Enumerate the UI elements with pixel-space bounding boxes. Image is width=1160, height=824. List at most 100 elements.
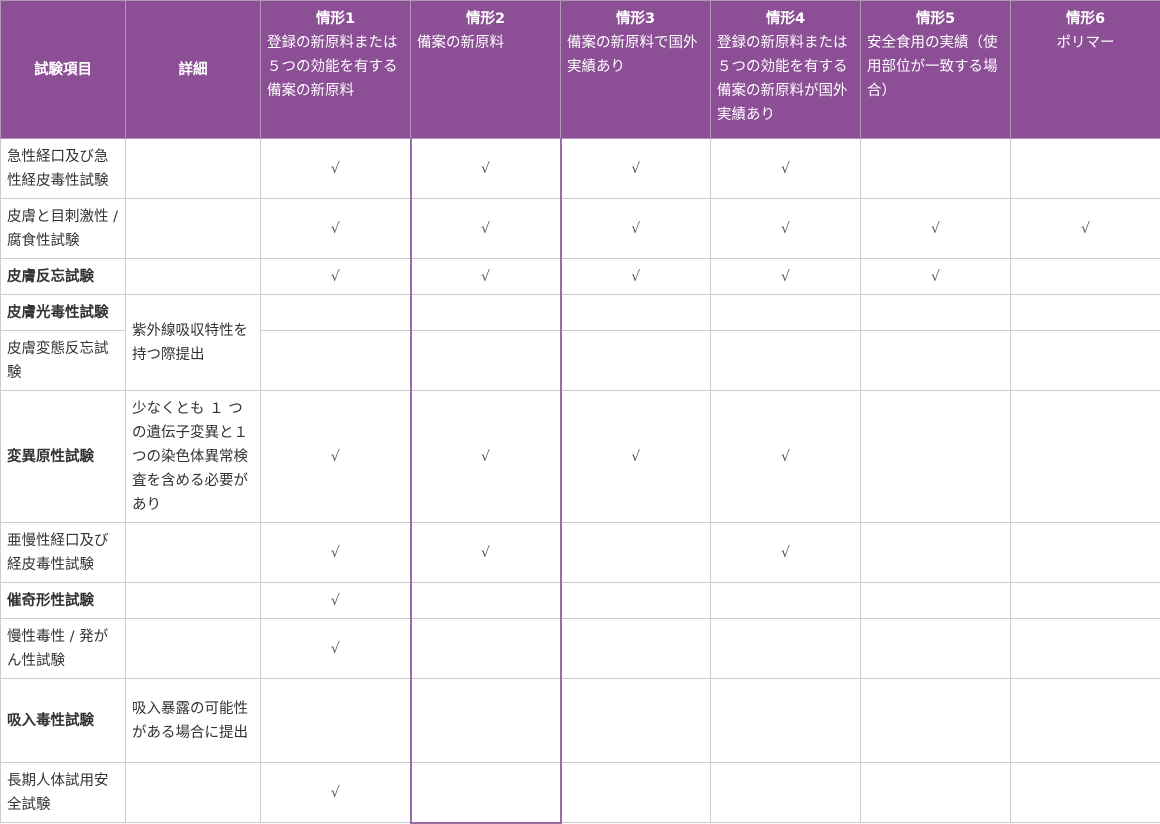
case-title: 情形2 <box>417 7 554 31</box>
check-mark: √ <box>481 161 490 177</box>
check-mark: √ <box>481 221 490 237</box>
case-desc: 安全食用の実績（使用部位が一致する場合） <box>867 35 998 99</box>
check-cell-case-2 <box>411 331 561 391</box>
check-cell-case-4: √ <box>711 259 861 295</box>
check-cell-case-2: √ <box>411 139 561 199</box>
check-cell-case-1: √ <box>261 619 411 679</box>
check-cell-case-3: √ <box>561 199 711 259</box>
check-cell-case-3 <box>561 679 711 763</box>
check-mark: √ <box>331 221 340 237</box>
table-row: 皮膚反忘試験 √ √ √ √ √ <box>1 259 1160 295</box>
check-cell-case-5 <box>861 523 1011 583</box>
check-cell-case-6 <box>1011 295 1160 331</box>
check-cell-case-6 <box>1011 391 1160 523</box>
check-mark: √ <box>331 785 340 801</box>
test-detail <box>126 139 261 199</box>
table-row: 急性経口及び急性経皮毒性試験 √ √ √ √ <box>1 139 1160 199</box>
check-cell-case-6 <box>1011 583 1160 619</box>
test-detail <box>126 583 261 619</box>
check-cell-case-2: √ <box>411 259 561 295</box>
test-item: 急性経口及び急性経皮毒性試験 <box>1 139 126 199</box>
check-cell-case-5 <box>861 679 1011 763</box>
test-detail <box>126 763 261 823</box>
test-detail: 紫外線吸収特性を持つ際提出 <box>126 295 261 391</box>
table-row: 亜慢性経口及び経皮毒性試験√√√ <box>1 523 1160 583</box>
check-cell-case-2: √ <box>411 523 561 583</box>
check-cell-case-3 <box>561 523 711 583</box>
check-mark: √ <box>481 449 490 465</box>
check-cell-case-2 <box>411 619 561 679</box>
test-detail <box>126 259 261 295</box>
test-item: 長期人体試用安全試験 <box>1 763 126 823</box>
table-row: 催奇形性試験√ <box>1 583 1160 619</box>
test-item: 慢性毒性 / 発がん性試験 <box>1 619 126 679</box>
check-cell-case-5 <box>861 391 1011 523</box>
check-cell-case-5 <box>861 763 1011 823</box>
check-cell-case-3: √ <box>561 391 711 523</box>
check-cell-case-4: √ <box>711 391 861 523</box>
check-cell-case-6 <box>1011 331 1160 391</box>
check-cell-case-3 <box>561 619 711 679</box>
check-cell-case-5 <box>861 295 1011 331</box>
case-desc: 登録の新原料または５つの効能を有する備案の新原料が国外実績あり <box>717 35 848 123</box>
test-detail <box>126 523 261 583</box>
check-cell-case-5: √ <box>861 259 1011 295</box>
test-item: 変異原性試験 <box>1 391 126 523</box>
check-cell-case-6 <box>1011 679 1160 763</box>
check-cell-case-5: √ <box>861 199 1011 259</box>
check-cell-case-6 <box>1011 139 1160 199</box>
check-mark: √ <box>631 449 640 465</box>
header-detail: 詳細 <box>126 1 261 139</box>
test-detail: 少なくとも １ つの遺伝子変異と１つの染色体異常検査を含める必要があり <box>126 391 261 523</box>
check-mark: √ <box>481 269 490 285</box>
test-detail: 吸入暴露の可能性がある場合に提出 <box>126 679 261 763</box>
table-row: 慢性毒性 / 発がん性試験 √ <box>1 619 1160 679</box>
test-item: 吸入毒性試験 <box>1 679 126 763</box>
check-cell-case-1 <box>261 679 411 763</box>
check-mark: √ <box>331 449 340 465</box>
check-mark: √ <box>331 641 340 657</box>
check-cell-case-6 <box>1011 763 1160 823</box>
check-cell-case-3 <box>561 583 711 619</box>
check-mark: √ <box>781 269 790 285</box>
check-cell-case-3 <box>561 763 711 823</box>
test-detail <box>126 619 261 679</box>
check-cell-case-6 <box>1011 523 1160 583</box>
case-desc: 備案の新原料で国外実績あり <box>567 35 698 75</box>
check-cell-case-1: √ <box>261 583 411 619</box>
test-item: 皮膚と目刺激性 / 腐食性試験 <box>1 199 126 259</box>
check-cell-case-1: √ <box>261 391 411 523</box>
check-mark: √ <box>781 161 790 177</box>
check-cell-case-4: √ <box>711 523 861 583</box>
check-cell-case-4: √ <box>711 139 861 199</box>
test-item: 皮膚反忘試験 <box>1 259 126 295</box>
check-mark: √ <box>331 545 340 561</box>
check-mark: √ <box>781 545 790 561</box>
check-mark: √ <box>631 161 640 177</box>
check-cell-case-2 <box>411 679 561 763</box>
check-cell-case-4 <box>711 619 861 679</box>
case-desc: 登録の新原料または５つの効能を有する備案の新原料 <box>267 35 398 99</box>
check-cell-case-1: √ <box>261 139 411 199</box>
check-cell-case-4 <box>711 679 861 763</box>
check-mark: √ <box>631 269 640 285</box>
table-row: 皮膚と目刺激性 / 腐食性試験√√√√√√ <box>1 199 1160 259</box>
check-mark: √ <box>931 269 940 285</box>
check-cell-case-1 <box>261 331 411 391</box>
table-row: 吸入毒性試験吸入暴露の可能性がある場合に提出 <box>1 679 1160 763</box>
check-mark: √ <box>331 269 340 285</box>
check-mark: √ <box>331 593 340 609</box>
table-row: 変異原性試験少なくとも １ つの遺伝子変異と１つの染色体異常検査を含める必要があ… <box>1 391 1160 523</box>
check-cell-case-4 <box>711 583 861 619</box>
check-cell-case-2 <box>411 763 561 823</box>
case-title: 情形1 <box>267 7 404 31</box>
check-cell-case-4 <box>711 763 861 823</box>
test-item: 皮膚変態反忘試験 <box>1 331 126 391</box>
check-mark: √ <box>481 545 490 561</box>
check-cell-case-3: √ <box>561 139 711 199</box>
